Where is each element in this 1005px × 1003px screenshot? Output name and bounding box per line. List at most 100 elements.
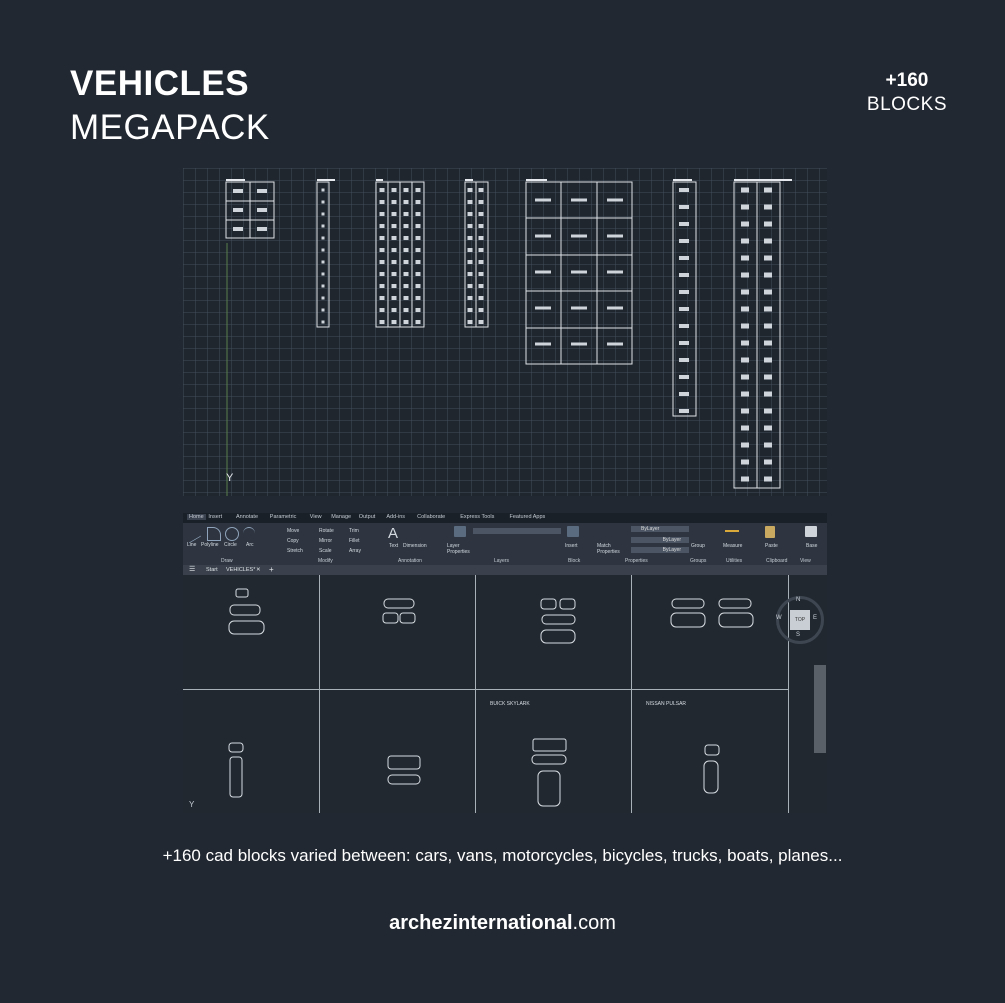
panel-label-layers[interactable]: Layers bbox=[494, 558, 510, 564]
block-thumbnail bbox=[764, 323, 772, 329]
block-thumbnail bbox=[379, 284, 385, 288]
vertical-scrollbar[interactable] bbox=[814, 665, 826, 753]
compass-north[interactable]: N bbox=[796, 597, 801, 603]
block-thumbnail bbox=[478, 212, 484, 216]
block-thumbnail bbox=[741, 221, 749, 227]
block-thumbnail bbox=[321, 188, 325, 192]
ribbon-tab-collaborate[interactable]: Collaborate bbox=[417, 514, 446, 520]
linetype-dropdown[interactable]: ByLayer bbox=[631, 537, 689, 543]
block-thumbnail bbox=[233, 227, 243, 231]
ribbon-tab-view[interactable]: View bbox=[309, 514, 322, 520]
block-thumbnail bbox=[467, 320, 473, 324]
compass-west[interactable]: W bbox=[776, 615, 782, 621]
tool-line[interactable]: Line bbox=[187, 542, 197, 548]
panel-label-block[interactable]: Block bbox=[568, 558, 581, 564]
tool-match-properties[interactable]: Match Properties bbox=[597, 543, 620, 555]
menu-icon[interactable]: ☰ bbox=[189, 566, 196, 573]
block-thumbnail bbox=[478, 200, 484, 204]
block-thumbnail bbox=[741, 408, 749, 414]
tool-scale[interactable]: Scale bbox=[319, 548, 332, 554]
website-tld: .com bbox=[572, 912, 616, 934]
panel-label-draw[interactable]: Draw bbox=[221, 558, 233, 564]
block-thumbnail bbox=[764, 306, 772, 312]
drawing-viewport[interactable]: BUICK SKYLARK NISSAN PULSAR Y TOP N S E … bbox=[183, 575, 827, 813]
viewcube-top[interactable]: TOP bbox=[790, 610, 810, 630]
tool-layer-properties[interactable]: Layer Properties bbox=[447, 543, 470, 555]
paste-icon bbox=[765, 526, 775, 538]
tool-stretch[interactable]: Stretch bbox=[287, 548, 303, 554]
compass-south[interactable]: S bbox=[796, 632, 801, 638]
block-thumbnail bbox=[741, 425, 749, 431]
block-thumbnail bbox=[741, 459, 749, 465]
block-count: +160 BLOCKS bbox=[867, 70, 947, 116]
viewcube[interactable]: TOP N S E W bbox=[776, 596, 824, 644]
ribbon-tab-output[interactable]: Output bbox=[358, 514, 376, 520]
panel-label-groups[interactable]: Groups bbox=[690, 558, 707, 564]
tool-circle[interactable]: Circle bbox=[224, 542, 237, 548]
layer-dropdown[interactable] bbox=[473, 528, 561, 534]
ribbon-tab-featured-apps[interactable]: Featured Apps bbox=[509, 514, 546, 520]
compass-east[interactable]: E bbox=[813, 615, 818, 621]
block-thumbnail bbox=[391, 308, 397, 312]
tool-move[interactable]: Move bbox=[287, 528, 300, 534]
lineweight-dropdown[interactable]: ByLayer bbox=[631, 547, 689, 553]
ribbon-tab-home[interactable]: Home bbox=[187, 514, 206, 520]
tool-insert[interactable]: Insert bbox=[565, 543, 578, 549]
block-thumbnail bbox=[467, 200, 473, 204]
block-thumbnail bbox=[321, 308, 325, 312]
block-thumbnail bbox=[403, 224, 409, 228]
website-name: archezinternational bbox=[389, 912, 573, 934]
tool-fillet[interactable]: Fillet bbox=[349, 538, 360, 544]
tool-paste[interactable]: Paste bbox=[765, 543, 778, 549]
panel-label-properties[interactable]: Properties bbox=[625, 558, 648, 564]
ribbon-tab-annotate[interactable]: Annotate bbox=[236, 514, 259, 520]
panel-label-view[interactable]: View bbox=[800, 558, 811, 564]
block-thumbnail bbox=[379, 296, 385, 300]
block-thumbnail bbox=[415, 224, 421, 228]
block-thumbnail bbox=[764, 459, 772, 465]
new-tab-icon[interactable]: + bbox=[269, 565, 274, 574]
block-thumbnail bbox=[379, 200, 385, 204]
ribbon-tab-add-ins[interactable]: Add-ins bbox=[386, 514, 406, 520]
tool-polyline[interactable]: Polyline bbox=[201, 542, 219, 548]
close-tab-icon[interactable]: ✕ bbox=[256, 567, 261, 573]
tool-copy[interactable]: Copy bbox=[287, 538, 299, 544]
tool-base[interactable]: Base bbox=[806, 543, 818, 549]
tool-group[interactable]: Group bbox=[691, 543, 705, 549]
block-thumbnail bbox=[764, 391, 772, 397]
block-thumbnail bbox=[571, 198, 587, 202]
block-thumbnail bbox=[391, 188, 397, 192]
tool-arc[interactable]: Arc bbox=[246, 542, 254, 548]
panel-label-modify[interactable]: Modify bbox=[318, 558, 333, 564]
tool-rotate[interactable]: Rotate bbox=[319, 528, 334, 534]
ribbon-tab-manage[interactable]: Manage bbox=[331, 514, 352, 520]
tool-measure[interactable]: Measure bbox=[723, 543, 743, 549]
ribbon-tab-insert[interactable]: Insert bbox=[208, 514, 223, 520]
tool-mirror[interactable]: Mirror bbox=[319, 538, 333, 544]
panel-label-clipboard[interactable]: Clipboard bbox=[766, 558, 788, 564]
car-blocks: Y bbox=[189, 588, 754, 809]
cell-label-buick-skylark: BUICK SKYLARK bbox=[490, 701, 530, 707]
block-thumbnail bbox=[467, 212, 473, 216]
tool-dimension[interactable]: Dimension bbox=[403, 543, 427, 549]
panel-label-utilities[interactable]: Utilities bbox=[726, 558, 743, 564]
ribbon-tab-parametric[interactable]: Parametric bbox=[269, 514, 297, 520]
tool-trim[interactable]: Trim bbox=[349, 528, 359, 534]
tab-vehicles[interactable]: VEHICLES* bbox=[226, 567, 256, 573]
block-thumbnail bbox=[321, 296, 325, 300]
polyline-icon bbox=[207, 527, 221, 541]
panel-label-annotation[interactable]: Annotation bbox=[398, 558, 422, 564]
tool-text[interactable]: Text bbox=[389, 543, 399, 549]
color-dropdown[interactable]: ByLayer bbox=[631, 526, 689, 532]
tab-start[interactable]: Start bbox=[206, 567, 218, 573]
cell-label-nissan-pulsar: NISSAN PULSAR bbox=[646, 701, 687, 707]
block-thumbnail bbox=[679, 188, 689, 192]
website-link[interactable]: archezinternational.com bbox=[0, 912, 1005, 935]
block-thumbnail bbox=[415, 296, 421, 300]
measure-icon bbox=[725, 530, 739, 532]
ribbon-tab-express-tools[interactable]: Express Tools bbox=[460, 514, 495, 520]
tool-array[interactable]: Array bbox=[349, 548, 361, 554]
text-icon: A bbox=[388, 525, 399, 542]
block-thumbnail bbox=[679, 290, 689, 294]
block-thumbnail bbox=[764, 238, 772, 244]
